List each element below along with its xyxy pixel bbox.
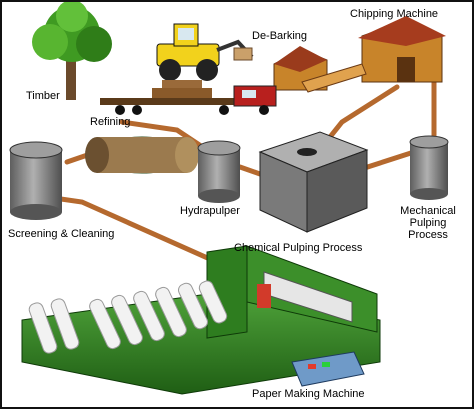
- label-timber: Timber: [26, 90, 60, 102]
- label-hydrapulper: Hydrapulper: [180, 205, 240, 217]
- pipe-chemical-to-hydrapulper: [237, 164, 263, 177]
- refining-drum: [85, 136, 199, 174]
- tree-illustration: [32, 2, 112, 100]
- label-debarking: De-Barking: [252, 30, 308, 42]
- label-paper-making-machine: Paper Making Machine: [252, 388, 365, 400]
- control-panel: [291, 351, 365, 387]
- mechanical-pulping-tank: [409, 135, 449, 200]
- hydrapulper-tank: [197, 140, 241, 203]
- chemical-pulping-box: [258, 131, 369, 233]
- label-chemical-pulping: Chemical Pulping Process: [234, 242, 363, 254]
- label-mechanical-line-3: Process: [408, 229, 448, 241]
- label-screening-cleaning: Screening & Cleaning: [8, 228, 115, 240]
- label-refining: Refining: [90, 116, 131, 128]
- screening-tank: [9, 141, 63, 220]
- logging-truck-illustration: [100, 80, 277, 115]
- chipping-building: [358, 16, 446, 83]
- pipe-chipper-to-mechanical: [419, 77, 437, 145]
- paper-machine-illustration: [21, 245, 381, 395]
- label-mechanical-line-2: Pulping: [409, 217, 447, 229]
- debarking-loader-illustration: [156, 23, 254, 81]
- conveyor-belt: [301, 63, 367, 93]
- pipe-hydrapulper-to-refining: [119, 119, 210, 153]
- label-chipping-machine: Chipping Machine: [350, 8, 439, 20]
- paper-rolls: [28, 280, 228, 354]
- label-mechanical-pulping: Mechanical Pulping Process: [396, 205, 460, 241]
- label-mechanical-line-1: Mechanical: [400, 205, 456, 217]
